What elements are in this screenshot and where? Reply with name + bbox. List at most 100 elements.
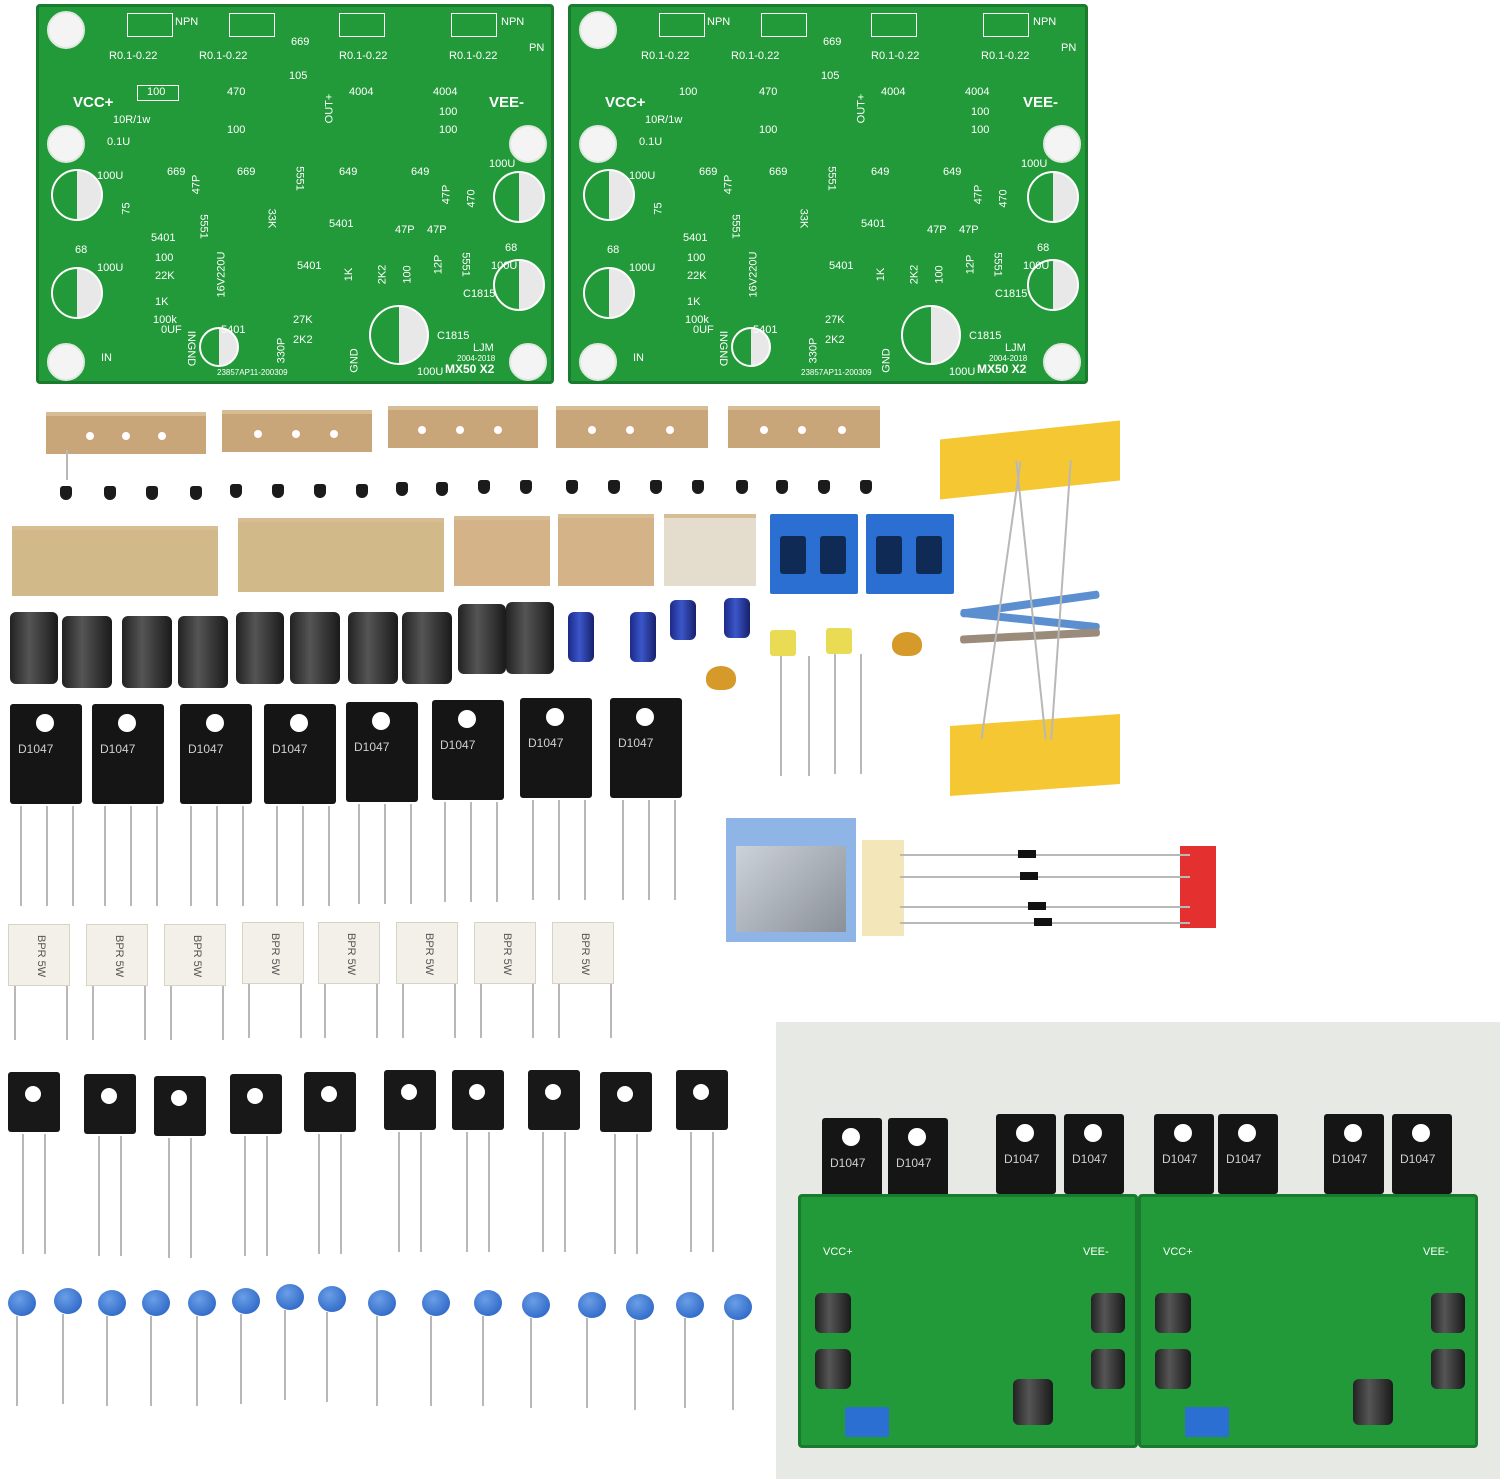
to92-transistor [736, 480, 748, 494]
transistor-marking: D1047 [1332, 1152, 1368, 1166]
component-lead [384, 804, 386, 904]
component-lead [430, 1316, 432, 1406]
silk-1k: 1K [687, 296, 701, 308]
silk-649: 649 [339, 166, 358, 178]
electrolytic-capacitor [348, 612, 398, 684]
capacitor-outline [51, 267, 103, 319]
silk-r-emitter: R0.1-0.22 [199, 50, 248, 62]
tape-hole [760, 426, 768, 434]
silk-100: 100 [759, 124, 778, 136]
mount-hole [458, 710, 476, 728]
transistor-marking: D1047 [100, 742, 136, 756]
tape-strip [728, 406, 880, 448]
component-lead [376, 984, 378, 1038]
mount-hole [545, 1084, 561, 1100]
tape-strip [388, 406, 538, 448]
to126-transistor [230, 1074, 282, 1134]
disc-capacitor [188, 1290, 216, 1316]
transistor-marking: D1047 [188, 742, 224, 756]
silk-c1815: C1815 [463, 288, 496, 300]
mount-hole [636, 708, 654, 726]
electrolytic-capacitor [236, 612, 284, 684]
electrolytic-capacitor [402, 612, 452, 684]
diode-lead [900, 854, 1190, 856]
film-capacitor [770, 630, 796, 656]
ceramic-resistor: BPR 5W [552, 922, 614, 984]
transistor-marking: D1047 [1162, 1152, 1198, 1166]
silk-r-emitter: R0.1-0.22 [981, 50, 1030, 62]
tantalum-capacitor [892, 632, 922, 656]
silk-100u: 100U [489, 158, 516, 170]
mount-hole [509, 125, 547, 163]
silk-100: 100 [679, 86, 698, 98]
silk-10r: 10R/1w [113, 114, 151, 126]
mount-hole [25, 1086, 41, 1102]
silk-649: 649 [871, 166, 890, 178]
silk-year: 2004-2018 [457, 354, 496, 363]
component-lead [326, 1312, 328, 1402]
silk-470: 470 [465, 189, 478, 208]
silk-gnd: GND [348, 348, 361, 373]
silk-0.1u: 0.1U [107, 136, 131, 148]
electrolytic-capacitor [1091, 1293, 1125, 1333]
silk-100u: 100U [949, 366, 976, 378]
component-lead [732, 1320, 734, 1410]
tape-hole [626, 426, 634, 434]
tape-yellow [940, 420, 1120, 500]
component-lead [466, 1132, 468, 1252]
component-lead [156, 806, 158, 906]
capacitor-outline [493, 171, 545, 223]
mount-hole [171, 1090, 187, 1106]
silk-r-emitter: R0.1-0.22 [871, 50, 920, 62]
to92-transistor [608, 480, 620, 494]
capacitor-outline [1027, 171, 1079, 223]
ceramic-resistor: BPR 5W [86, 924, 148, 986]
mount-hole [617, 1086, 633, 1102]
mount-hole [290, 714, 308, 732]
tape-hole [158, 432, 166, 440]
mount-hole [1412, 1124, 1430, 1142]
pcb-board-right: NPN NPN 669 R0.1-0.22 R0.1-0.22 R0.1-0.2… [568, 4, 1088, 384]
tape-hole [588, 426, 596, 434]
capacitor-outline [51, 169, 103, 221]
silk-649: 649 [411, 166, 430, 178]
tape-hole [838, 426, 846, 434]
component-lead [66, 450, 68, 480]
disc-capacitor [422, 1290, 450, 1316]
component-lead [564, 1132, 566, 1252]
to92-transistor [272, 484, 284, 498]
component-lead [586, 1318, 588, 1408]
power-transistor: D1047 [92, 704, 164, 804]
component-lead [284, 1310, 286, 1400]
silk-year: 2004-2018 [989, 354, 1028, 363]
component-lead [44, 1134, 46, 1254]
mount-hole [36, 714, 54, 732]
component-lead [266, 1136, 268, 1256]
power-transistor: D1047 [432, 700, 504, 800]
component-lead [328, 806, 330, 906]
silk-33k: 33K [797, 208, 810, 229]
component-lead [690, 1132, 692, 1252]
silk-22k: 22K [687, 270, 707, 282]
to92-transistor [818, 480, 830, 494]
silk-75: 75 [652, 202, 665, 215]
component-lead [302, 806, 304, 906]
capacitor-outline [583, 169, 635, 221]
capacitor-outline [901, 305, 961, 365]
ceramic-resistor: BPR 5W [396, 922, 458, 984]
component-lead [634, 1320, 636, 1410]
silk-16v220u: 16V220U [747, 251, 760, 298]
mount-hole [579, 343, 617, 381]
screw-terminal [1185, 1407, 1229, 1437]
resistor-outline [137, 85, 179, 101]
resistor [959, 628, 1101, 644]
silk-2k2: 2K2 [908, 264, 921, 285]
resistor-rating: BPR 5W [269, 933, 281, 976]
disc-capacitor [232, 1288, 260, 1314]
label-tape [1180, 846, 1216, 928]
silk-10r: 10R/1w [645, 114, 683, 126]
power-transistor: D1047 [1218, 1114, 1278, 1194]
silk-47p: 47P [722, 174, 735, 195]
silk-100: 100 [933, 265, 946, 284]
silk-5551: 5551 [729, 214, 742, 239]
